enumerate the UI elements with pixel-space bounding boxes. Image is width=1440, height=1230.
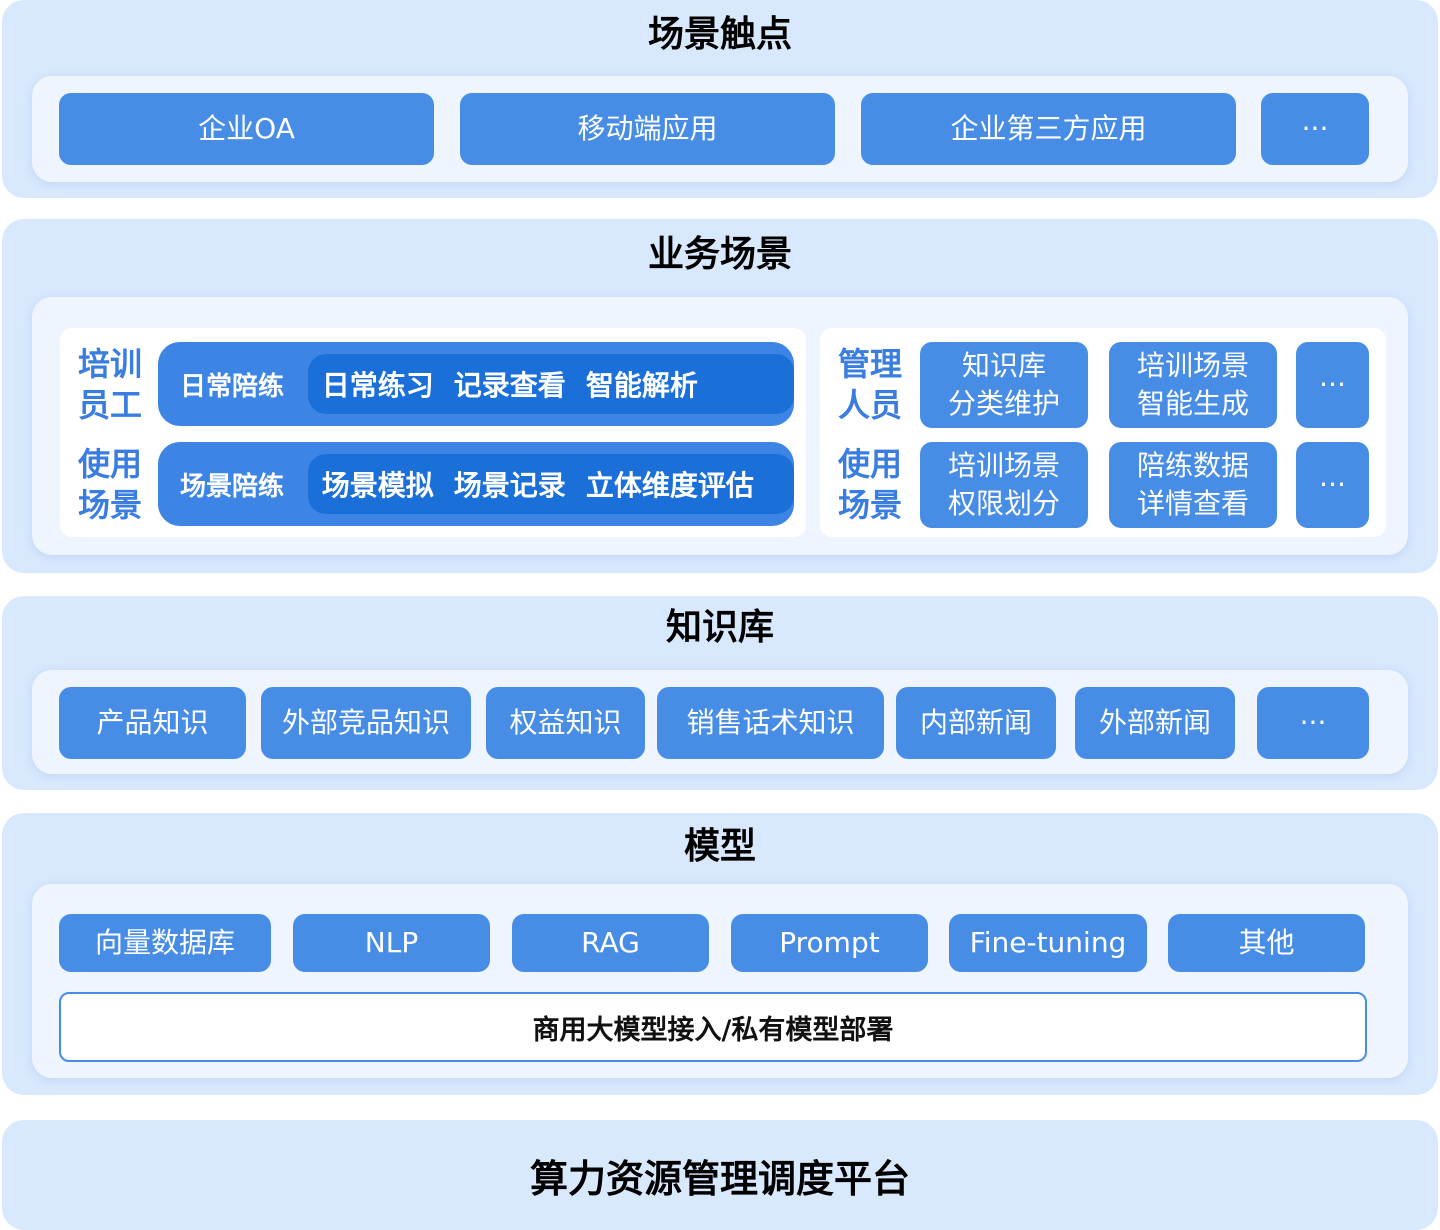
scene-permission-button[interactable]: 培训场景 权限划分 <box>920 442 1088 528</box>
kb-benefit[interactable]: 权益知识 <box>486 687 645 759</box>
button-line: 培训场景 <box>1136 349 1249 383</box>
scene-record-item[interactable]: 场景记录 <box>453 469 566 502</box>
model-layer: 模型 向量数据库 NLP RAG Prompt Fine-tuning 其他 商… <box>2 813 1438 1095</box>
trainee-label: 培训 员工 <box>64 342 156 428</box>
layer-title: 业务场景 <box>647 234 792 275</box>
kb-category-maintain-button[interactable]: 知识库 分类维护 <box>920 342 1088 428</box>
kb-sales-script[interactable]: 销售话术知识 <box>657 687 884 759</box>
knowledge-base-layer: 知识库 产品知识 外部竞品知识 权益知识 销售话术知识 内部新闻 外部新闻 ··… <box>2 596 1438 790</box>
button-line: 陪练数据 <box>1136 449 1249 483</box>
multi-dim-eval-item[interactable]: 立体维度评估 <box>585 469 754 502</box>
record-view-item[interactable]: 记录查看 <box>453 369 566 402</box>
scene-practice-items: 场景模拟 场景记录 立体维度评估 <box>307 454 794 514</box>
touchpoint-third-party[interactable]: 企业第三方应用 <box>861 93 1236 165</box>
llm-access-bar: 商用大模型接入/私有模型部署 <box>59 992 1367 1062</box>
knowledge-panel: 产品知识 外部竞品知识 权益知识 销售话术知识 内部新闻 外部新闻 ··· <box>32 670 1408 774</box>
trainee-subpanel: 培训 员工 使用 场景 日常陪练 日常练习 记录查看 智能解析 场景陪练 场景模… <box>60 328 806 537</box>
button-line: 分类维护 <box>947 387 1060 420</box>
practice-data-detail-button[interactable]: 陪练数据 详情查看 <box>1109 442 1277 528</box>
scene-touchpoints-layer: 场景触点 企业OA 移动端应用 企业第三方应用 ··· <box>2 0 1438 198</box>
layer-title: 场景触点 <box>647 14 792 55</box>
button-line: 知识库 <box>961 349 1046 383</box>
scene-practice-lead: 场景陪练 <box>180 471 285 502</box>
layer-title: 知识库 <box>665 607 774 648</box>
model-prompt[interactable]: Prompt <box>731 914 928 972</box>
layer-title: 模型 <box>683 826 756 867</box>
platform-title: 算力资源管理调度平台 <box>529 1156 910 1201</box>
label-line: 员工 <box>77 386 142 424</box>
button-line: 智能生成 <box>1136 387 1249 420</box>
label-line: 使用 <box>77 445 142 483</box>
kb-competitor[interactable]: 外部竞品知识 <box>261 687 471 759</box>
daily-practice-item[interactable]: 日常练习 <box>321 369 434 402</box>
model-nlp[interactable]: NLP <box>293 914 490 972</box>
model-vector-db[interactable]: 向量数据库 <box>59 914 271 972</box>
label-line: 使用 <box>837 445 902 483</box>
daily-practice-lead: 日常陪练 <box>180 371 285 402</box>
label-line: 场景 <box>77 486 142 524</box>
kb-external-news[interactable]: 外部新闻 <box>1075 687 1235 759</box>
manager-label: 管理 人员 <box>824 342 916 428</box>
button-line: 培训场景 <box>947 449 1060 483</box>
kb-internal-news[interactable]: 内部新闻 <box>896 687 1056 759</box>
smart-analysis-item[interactable]: 智能解析 <box>585 369 698 402</box>
button-line: 详情查看 <box>1136 487 1249 520</box>
touchpoint-oa[interactable]: 企业OA <box>59 93 434 165</box>
scene-practice-row: 场景陪练 场景模拟 场景记录 立体维度评估 <box>158 442 794 526</box>
touchpoints-panel: 企业OA 移动端应用 企业第三方应用 ··· <box>32 76 1408 182</box>
manager-subpanel: 管理 人员 使用 场景 知识库 分类维护 培训场景 智能生成 ··· 培训场景 … <box>820 328 1386 537</box>
usage-scene-label: 使用 场景 <box>64 442 156 528</box>
model-panel: 向量数据库 NLP RAG Prompt Fine-tuning 其他 商用大模… <box>32 884 1408 1078</box>
label-line: 培训 <box>77 345 142 383</box>
button-line: 权限划分 <box>947 487 1060 520</box>
kb-product[interactable]: 产品知识 <box>59 687 246 759</box>
manager-more-button[interactable]: ··· <box>1296 342 1369 428</box>
model-fine-tuning[interactable]: Fine-tuning <box>949 914 1147 972</box>
scene-simulation-item[interactable]: 场景模拟 <box>321 469 434 502</box>
daily-practice-items: 日常练习 记录查看 智能解析 <box>307 354 794 414</box>
touchpoint-more[interactable]: ··· <box>1261 93 1369 165</box>
model-rag[interactable]: RAG <box>512 914 709 972</box>
daily-practice-row: 日常陪练 日常练习 记录查看 智能解析 <box>158 342 794 426</box>
usage-more-button[interactable]: ··· <box>1296 442 1369 528</box>
compute-platform-layer: 算力资源管理调度平台 <box>2 1120 1438 1230</box>
business-scenes-layer: 业务场景 培训 员工 使用 场景 日常陪练 日常练习 记录查看 智能解析 场景 <box>2 219 1438 573</box>
scene-auto-generate-button[interactable]: 培训场景 智能生成 <box>1109 342 1277 428</box>
kb-more[interactable]: ··· <box>1257 687 1369 759</box>
model-other[interactable]: 其他 <box>1168 914 1365 972</box>
usage-scene-label: 使用 场景 <box>824 442 916 528</box>
label-line: 场景 <box>837 486 902 524</box>
label-line: 人员 <box>837 386 902 424</box>
touchpoint-mobile[interactable]: 移动端应用 <box>460 93 835 165</box>
business-panel: 培训 员工 使用 场景 日常陪练 日常练习 记录查看 智能解析 场景陪练 场景模… <box>32 297 1408 555</box>
label-line: 管理 <box>837 345 902 383</box>
